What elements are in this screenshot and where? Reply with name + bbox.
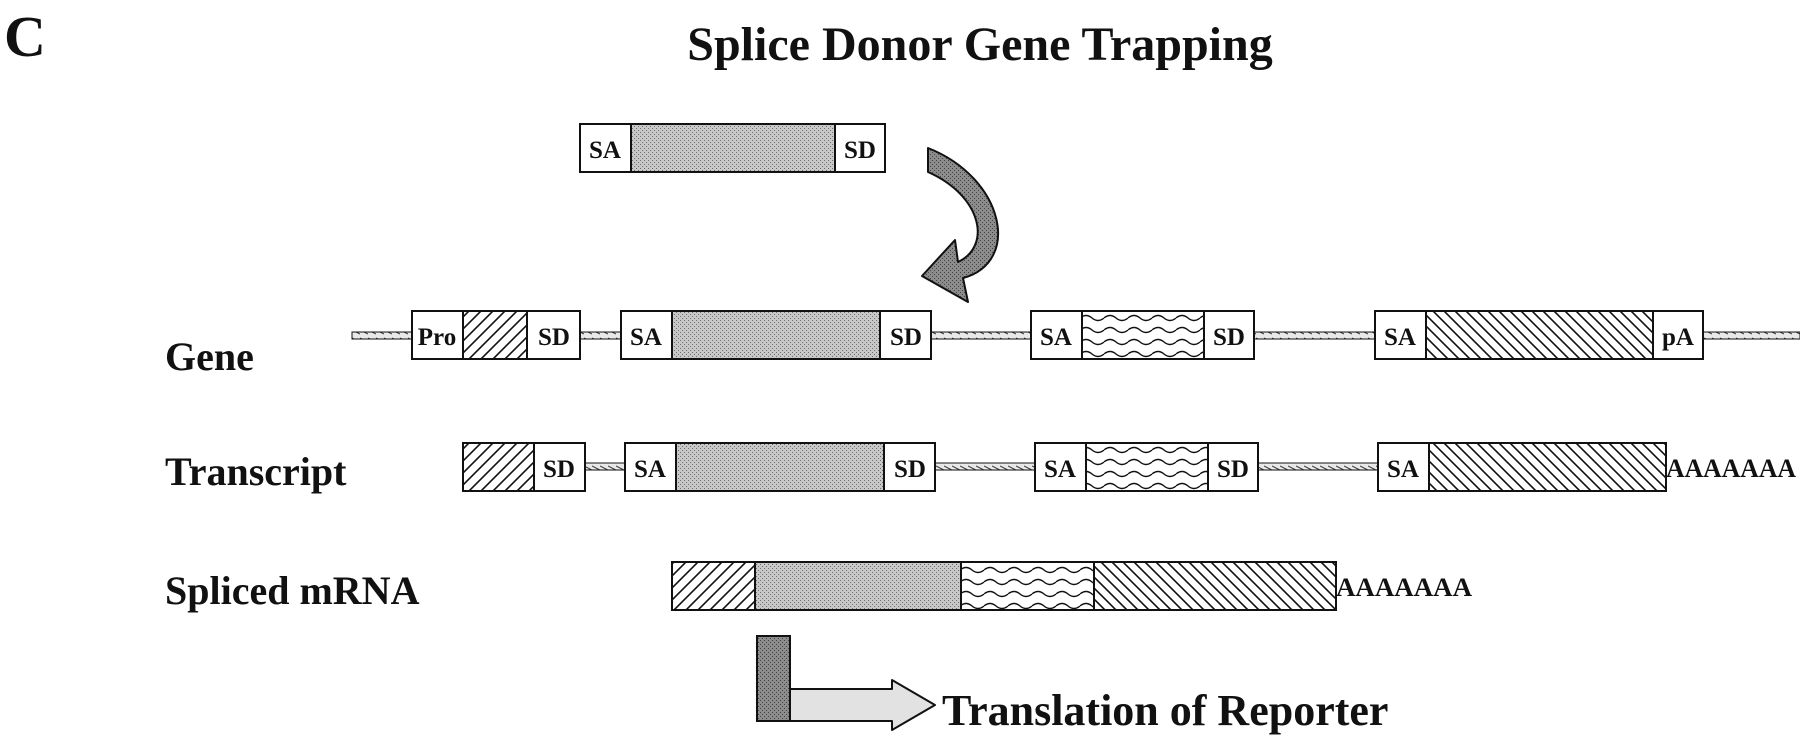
transcript-polya-tail: AAAAAAA <box>1666 454 1796 483</box>
transcript-exon-2: SA SD <box>624 442 936 492</box>
translation-arrow <box>756 635 936 731</box>
gene-exon3-sd-label: SD <box>1213 324 1245 351</box>
gene-exon-3: SA SD <box>1030 310 1255 360</box>
transcript-exon3-sd-label: SD <box>1217 456 1249 483</box>
gene-exon3-sa-label: SA <box>1040 324 1072 351</box>
transcript-exon1-sd-label: SD <box>543 456 575 483</box>
transcript-row-label: Transcript <box>165 449 347 494</box>
transcript-exon3-sa-label: SA <box>1044 456 1076 483</box>
gene-exon-1: Pro SD <box>411 310 581 360</box>
diagram-title: Splice Donor Gene Trapping <box>687 18 1272 71</box>
gene-exon4-pa-label: pA <box>1662 324 1694 351</box>
gene-row-label: Gene <box>165 334 254 379</box>
spliced-mrna-row-label: Spliced mRNA <box>165 568 420 613</box>
trap-vector-sa-label: SA <box>589 137 621 164</box>
transcript-exon4-sa-label: SA <box>1387 456 1419 483</box>
trap-vector-sd-label: SD <box>844 137 876 164</box>
trap-vector-reporter <box>630 123 836 173</box>
mrna-exon-3 <box>960 561 1095 611</box>
mrna-exon-4 <box>1093 561 1337 611</box>
mrna-exon-reporter <box>754 561 962 611</box>
gene-exon2-sd-label: SD <box>890 324 922 351</box>
transcript-exon-4: SA <box>1377 442 1667 492</box>
gene-exon4-sa-label: SA <box>1384 324 1416 351</box>
transcript-exon-1: SD <box>462 442 586 492</box>
mrna-exon-1 <box>671 561 756 611</box>
panel-letter: C <box>4 4 46 69</box>
gene-exon-4: SA pA <box>1374 310 1704 360</box>
transcript-exon-3: SA SD <box>1034 442 1259 492</box>
gene-exon1-sd-label: SD <box>538 324 570 351</box>
translation-label: Translation of Reporter <box>942 686 1388 735</box>
spliced-mrna-exons <box>671 561 1337 611</box>
transcript-exon2-sa-label: SA <box>634 456 666 483</box>
trap-vector: SA SD <box>579 123 886 173</box>
gene-exon-2: SA SD <box>620 310 932 360</box>
transcript-exon2-sd-label: SD <box>894 456 926 483</box>
insertion-arrow <box>921 147 999 303</box>
gene-promoter-label: Pro <box>418 324 456 351</box>
gene-exon2-sa-label: SA <box>630 324 662 351</box>
spliced-mrna-polya-tail: AAAAAAA <box>1336 573 1472 602</box>
